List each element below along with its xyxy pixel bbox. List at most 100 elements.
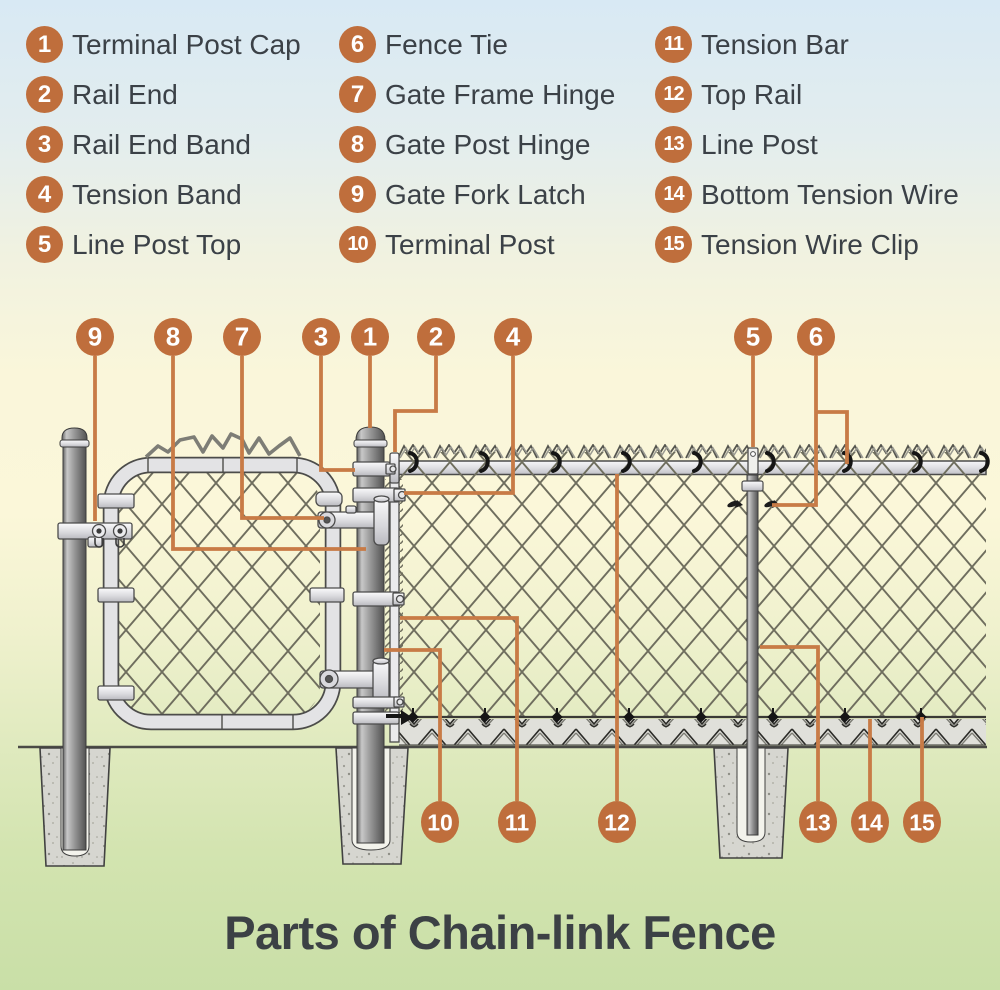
gate <box>97 432 345 731</box>
legend-number-badge: 3 <box>26 126 63 163</box>
callout-11: 11 <box>498 801 536 843</box>
leader-line-3 <box>319 356 355 472</box>
legend-column-2: 6 Fence Tie 7 Gate Frame Hinge 8 Gate Post Hi… <box>339 26 615 276</box>
callout-1: 1 <box>351 318 389 356</box>
legend-number-badge: 5 <box>26 226 63 263</box>
callout-12: 12 <box>598 801 636 843</box>
leader-line-2 <box>393 356 438 452</box>
legend-number-badge: 13 <box>655 126 692 163</box>
callout-leader-lines <box>93 356 924 801</box>
legend-item-10: 10 Terminal Post <box>339 226 615 263</box>
legend-item-label: Tension Band <box>72 178 242 210</box>
callout-15: 15 <box>903 801 941 843</box>
leader-line-13 <box>760 645 820 801</box>
legend-item-13: 13 Line Post <box>655 126 959 163</box>
legend-item-15: 15 Tension Wire Clip <box>655 226 959 263</box>
fence-tie-icon <box>408 451 419 473</box>
legend-item-label: Gate Post Hinge <box>385 128 591 160</box>
legend-number-badge: 1 <box>26 26 63 63</box>
legend-item-7: 7 Gate Frame Hinge <box>339 76 615 113</box>
callout-2: 2 <box>417 318 455 356</box>
leader-line-6 <box>772 356 849 507</box>
callout-number: 2 <box>429 322 443 352</box>
legend-number-badge: 10 <box>339 226 376 263</box>
callout-number: 13 <box>805 810 831 836</box>
legend-number-badge: 14 <box>655 176 692 213</box>
legend-number-badge: 8 <box>339 126 376 163</box>
callout-number: 8 <box>166 322 180 352</box>
callout-4: 4 <box>494 318 532 356</box>
legend-item-label: Tension Wire Clip <box>701 228 919 260</box>
fence-tie-icon <box>979 451 990 473</box>
legend-number-badge: 6 <box>339 26 376 63</box>
legend-item-3: 3 Rail End Band <box>26 126 301 163</box>
legend-item-label: Rail End Band <box>72 128 252 160</box>
legend-item-6: 6 Fence Tie <box>339 26 615 63</box>
tension-wire-clip-icon <box>695 708 707 723</box>
callout-number: 12 <box>604 810 630 836</box>
terminal-post-fittings <box>315 452 413 725</box>
legend-number-badge: 2 <box>26 76 63 113</box>
callout-number: 6 <box>809 322 823 352</box>
legend-number-badge: 11 <box>655 26 692 63</box>
callout-number: 4 <box>506 322 521 352</box>
legend-item-label: Bottom Tension Wire <box>701 178 959 210</box>
fence-tie-icon <box>727 500 743 508</box>
gate-bands <box>97 493 345 701</box>
legend-item-label: Tension Bar <box>701 28 849 60</box>
leader-line-11 <box>400 616 519 801</box>
fence-tie-icon <box>551 451 562 473</box>
legend-item-14: 14 Bottom Tension Wire <box>655 176 959 213</box>
tension-wire-clip-icon <box>839 708 851 723</box>
legend-number-badge: 4 <box>26 176 63 213</box>
fence-tie-icon <box>621 451 632 473</box>
tension-wire-clip-icon <box>479 708 491 723</box>
callout-9: 9 <box>76 318 114 356</box>
leader-line-10 <box>384 648 442 801</box>
callout-number: 9 <box>88 322 102 352</box>
rail-end-band <box>352 461 391 477</box>
gate-top-wire <box>144 432 302 459</box>
legend-number-badge: 15 <box>655 226 692 263</box>
callout-number: 5 <box>746 322 760 352</box>
diagram-title: Parts of Chain-link Fence <box>224 906 776 959</box>
concrete-footings <box>39 747 789 867</box>
legend-item-label: Terminal Post <box>385 228 555 260</box>
gate-fork-latch <box>57 522 133 548</box>
legend-item-label: Fence Tie <box>385 28 508 60</box>
legend-item-11: 11 Tension Bar <box>655 26 959 63</box>
callout-14: 14 <box>851 801 889 843</box>
gate-frame-hinge-bracket <box>315 491 343 507</box>
gate-mesh <box>118 472 320 717</box>
callout-6: 6 <box>797 318 835 356</box>
legend-item-8: 8 Gate Post Hinge <box>339 126 615 163</box>
leader-line-7 <box>240 356 324 520</box>
callout-number: 14 <box>857 810 883 836</box>
legend-item-label: Terminal Post Cap <box>72 28 301 60</box>
leader-line-4 <box>404 356 515 495</box>
tension-wire-clip-icon <box>551 708 563 723</box>
tension-wire-clip-icon <box>623 708 635 723</box>
fence-tie-icon <box>479 451 490 473</box>
legend-item-label: Line Post <box>701 128 818 160</box>
chain-link-mesh <box>399 452 986 717</box>
callout-number: 15 <box>909 810 935 836</box>
fence-tie-icon <box>912 451 923 473</box>
callout-number: 3 <box>314 322 328 352</box>
legend-number-badge: 9 <box>339 176 376 213</box>
legend-number-badge: 12 <box>655 76 692 113</box>
callout-13: 13 <box>799 801 837 843</box>
tension-wire-clip-icon <box>407 708 419 723</box>
legend-number-badge: 7 <box>339 76 376 113</box>
callout-10: 10 <box>421 801 459 843</box>
legend-item-label: Gate Frame Hinge <box>385 78 616 110</box>
callout-number: 1 <box>363 322 377 352</box>
fence-tie-icon <box>692 451 703 473</box>
bottom-selvage-twists <box>399 719 986 745</box>
callout-8: 8 <box>154 318 192 356</box>
